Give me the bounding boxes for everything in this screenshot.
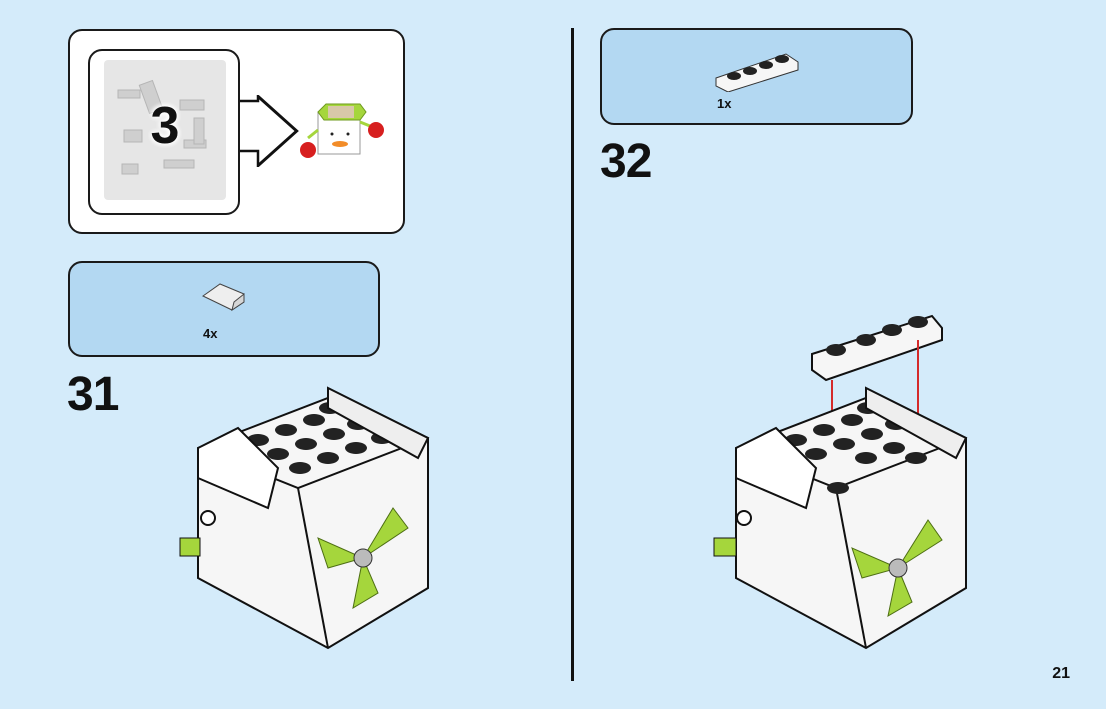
step-31-model-image: [179, 386, 430, 650]
outline-arrow-right-icon: [240, 95, 299, 167]
step-31-parts-box: [68, 261, 380, 357]
slope-brick-part-icon: [202, 283, 245, 312]
propeller-icon: [317, 507, 409, 610]
step-divider: [571, 28, 574, 681]
plate-1x4-floating: [811, 314, 943, 382]
bag-number: 3: [150, 97, 180, 155]
bag-contents-icon: [117, 79, 207, 175]
result-model-image: [300, 103, 384, 158]
propeller-icon: [851, 519, 943, 617]
parts-bag-image: [104, 60, 226, 200]
step-number: 31: [67, 368, 119, 421]
part-quantity: 4x: [203, 326, 218, 341]
plate-1x4-part-icon: [715, 53, 799, 92]
step-32-model-image: [713, 314, 968, 650]
part-quantity: 1x: [717, 96, 732, 111]
page-number: 21: [1052, 665, 1070, 682]
step-number: 32: [600, 135, 652, 188]
step-32-parts-box: [600, 28, 913, 125]
